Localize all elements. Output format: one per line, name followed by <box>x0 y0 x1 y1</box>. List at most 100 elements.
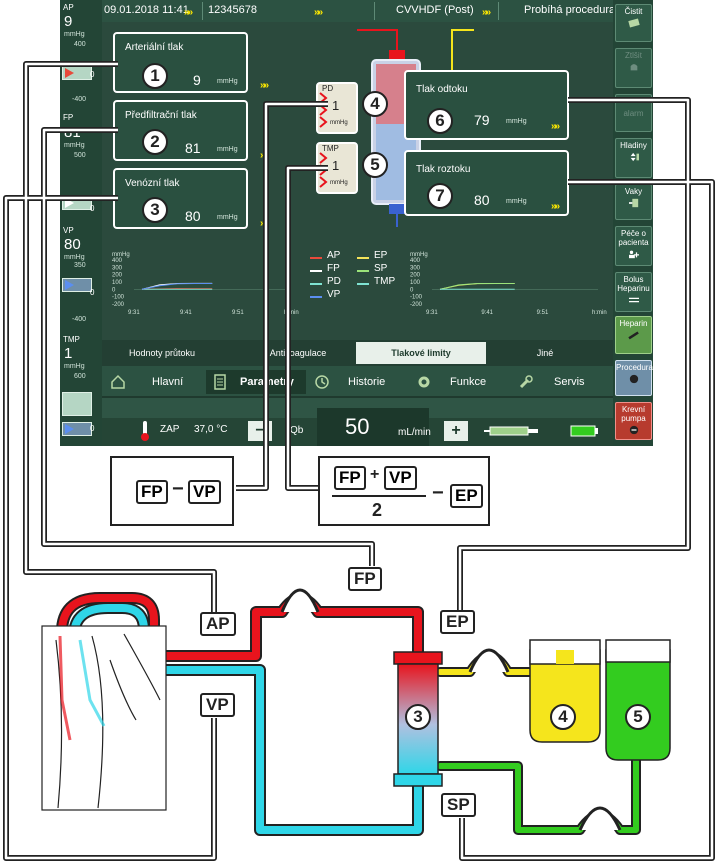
plus-button[interactable]: + <box>444 421 468 441</box>
outflow-value: 79 <box>474 112 490 128</box>
home-icon <box>111 374 125 389</box>
y-tick-label: -200 <box>410 302 423 308</box>
mute-button[interactable]: Ztlšit <box>615 48 652 88</box>
y-tick-label: 200 <box>112 273 123 279</box>
clean-screen-button[interactable]: Čistit <box>615 4 652 42</box>
y-tick-label: 100 <box>410 280 421 286</box>
vp-zero: 0 <box>90 288 95 297</box>
y-tick-label: 200 <box>410 273 421 279</box>
pump-icon <box>629 425 638 435</box>
vp-sidebar-value: 80 <box>64 236 81 253</box>
patient-care-icon <box>628 250 639 259</box>
tab-other[interactable]: Jiné <box>536 348 554 358</box>
tab-pressure-limits[interactable]: Tlakové limity <box>356 342 486 364</box>
x-tick-label: 9:31 <box>426 310 438 316</box>
outflow-label: Tlak odtoku <box>416 84 468 95</box>
tmp-level-indicator[interactable] <box>62 392 92 416</box>
pd-box[interactable]: PD 1 mmHg <box>316 82 358 134</box>
battery-icon <box>570 425 598 437</box>
ap-scale-bottom: -400 <box>72 96 87 103</box>
procedure-icon <box>629 374 638 384</box>
tmp-bottom-indicator[interactable] <box>62 422 92 436</box>
chevron-icon: »» <box>314 7 323 18</box>
blood-pump-button[interactable]: Krevní pumpa <box>615 402 652 440</box>
y-tick-label: 400 <box>112 258 123 264</box>
y-tick-label: 300 <box>410 265 421 271</box>
y-tick-label: 100 <box>112 280 123 286</box>
tab-history[interactable]: Historie <box>308 370 408 394</box>
tab-service[interactable]: Servis <box>512 370 612 394</box>
ap-sidebar-unit: mmHg <box>64 31 85 38</box>
heater-state: ZAP <box>160 424 180 435</box>
ep-sensor-label: EP <box>440 610 475 634</box>
procedure-status: Probíhá procedura <box>524 4 616 16</box>
prefilter-unit: mmHg <box>217 146 238 153</box>
tmp-sidebar-value: 1 <box>64 345 73 362</box>
heparin-bolus-button[interactable]: Bolus Heparinu <box>615 272 652 312</box>
tab-flow-values[interactable]: Hodnoty průtoku <box>128 348 196 358</box>
syringe-icon <box>627 331 639 340</box>
yellow-bag-badge: 4 <box>550 704 576 730</box>
tmp-value: 1 <box>332 158 340 173</box>
legend-sp: SP <box>374 263 388 274</box>
venous-unit: mmHg <box>217 214 238 221</box>
qb-unit: mL/min <box>398 427 431 438</box>
fp-sensor-label: FP <box>348 567 382 591</box>
bags-button[interactable]: Vaky <box>615 184 652 220</box>
patient-id: 12345678 <box>208 4 257 16</box>
patient-care-button[interactable]: Péče o pacienta <box>615 226 652 266</box>
legend-tmp: TMP <box>374 276 396 287</box>
therapy-mode: CVVHDF (Post) <box>396 4 474 16</box>
fp-sidebar-label: FP <box>63 113 74 122</box>
calculator-icon <box>214 374 226 390</box>
procedure-button[interactable]: Procedura <box>615 360 653 396</box>
y-tick-label: -100 <box>410 295 423 301</box>
x-tick-label: 9:31 <box>128 310 140 316</box>
green-bag-badge: 5 <box>625 704 651 730</box>
chevron-icon: »» <box>551 201 560 212</box>
prefilter-pressure-box[interactable]: Předfiltrační tlak 81 mmHg <box>113 100 248 161</box>
clock-icon <box>315 375 329 389</box>
ap-zero: 0 <box>90 70 95 79</box>
badge-7: 7 <box>427 183 453 209</box>
tmp-box[interactable]: TMP 1 mmHg <box>316 142 358 194</box>
ap-sidebar-label: AP <box>63 3 74 12</box>
temperature: 37,0 °C <box>194 424 228 435</box>
tab-functions[interactable]: Funkce <box>410 370 510 394</box>
chevron-icon: »» <box>551 121 560 132</box>
ap-sidebar-value: 9 <box>64 13 73 30</box>
tmp-sidebar-unit: mmHg <box>64 363 85 370</box>
vp-sidebar-label: VP <box>63 226 74 235</box>
y-tick-label: 0 <box>410 287 414 293</box>
qb-label: Qb <box>290 425 304 436</box>
chart-unit: mmHg <box>410 252 428 258</box>
vp-scale-bottom: -400 <box>72 316 87 323</box>
legend-pd: PD <box>327 276 341 287</box>
bag-icon <box>628 198 638 208</box>
tab-home[interactable]: Hlavní <box>104 370 204 394</box>
fp-sidebar-unit: mmHg <box>64 142 85 149</box>
vp-sidebar-unit: mmHg <box>64 254 85 261</box>
syringe-arrows-icon <box>628 297 639 303</box>
levels-button[interactable]: Hladiny <box>615 138 652 178</box>
arterial-label: Arteriální tlak <box>125 42 184 53</box>
x-tick-label: 9:51 <box>232 310 244 316</box>
tmp-formula: FP + VP 2 − EP <box>318 456 490 526</box>
dialysate-bag-icon <box>529 639 601 743</box>
heparin-button[interactable]: Heparin <box>615 316 652 354</box>
tab-anticoagulation[interactable]: Antikoagulace <box>269 348 327 358</box>
level-arrows-icon <box>630 152 639 162</box>
legend-fp: FP <box>327 263 340 274</box>
vp-level-indicator[interactable] <box>62 278 92 292</box>
legend-ap: AP <box>327 250 341 261</box>
badge-2: 2 <box>142 129 168 155</box>
gear-icon <box>418 376 430 388</box>
device-screen: AP 9 mmHg 400 0 -400 FP 81 mmHg 500 0 VP… <box>60 0 653 446</box>
flag-icon <box>65 68 74 78</box>
qb-value: 50 <box>345 414 370 439</box>
vp-scale-top: 350 <box>74 262 86 269</box>
chevron-icon: »» <box>482 7 491 18</box>
wrench-icon <box>519 375 533 389</box>
